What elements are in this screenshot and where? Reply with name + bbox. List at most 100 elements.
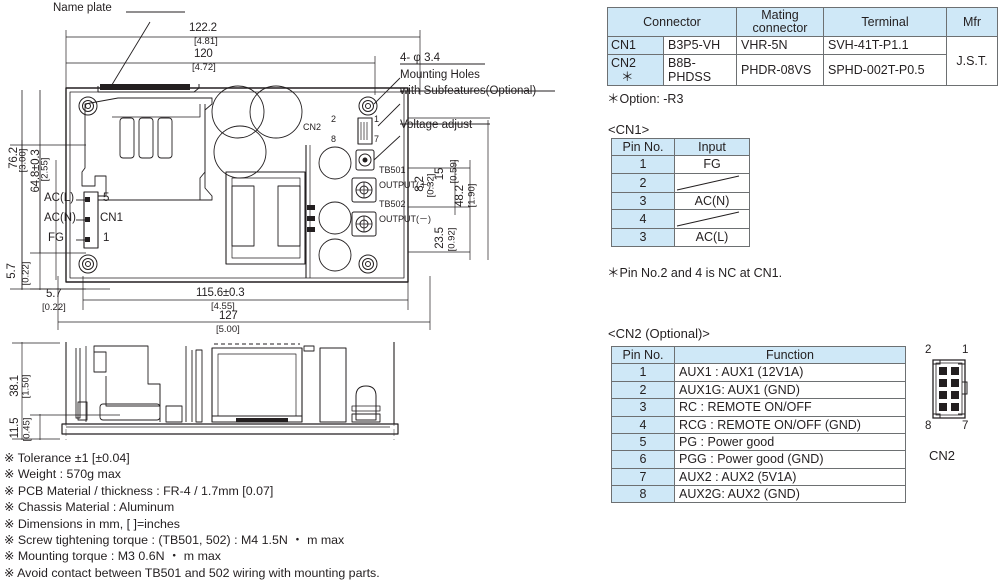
dim-48.2: 48.2 xyxy=(454,185,466,207)
cell-ref-cn1: CN1 xyxy=(607,36,664,55)
cn2-pin: 5 xyxy=(611,432,675,452)
tb502-function-label: OUTPUT(－) xyxy=(379,214,431,224)
cell-connector-cn1: B3P5-VH xyxy=(663,36,737,55)
mounting-holes-subfeatures-label: with Subfeatures(Optional) xyxy=(400,85,537,97)
cn2-function: AUX1G: AUX1 (GND) xyxy=(674,380,906,400)
nc-slash-icon xyxy=(676,175,740,191)
cn2-table: Pin No. Function 1 AUX1 : AUX1 (12V1A) 2… xyxy=(611,345,906,504)
cn2-pin1-label: 1 xyxy=(374,114,380,124)
dim-120-inch: [4.72] xyxy=(192,62,216,73)
cn1-col-input: Input xyxy=(674,137,750,157)
note-item: ※ Tolerance ±1 [±0.04] xyxy=(4,451,130,465)
cn2-pin2-label: 2 xyxy=(331,114,337,124)
fg-label: FG xyxy=(48,232,64,244)
dim-115.6-inch: [4.55] xyxy=(211,301,235,312)
cn2-col-function: Function xyxy=(674,345,906,365)
table-header-row: Connector Mating connector Terminal Mfr xyxy=(607,6,998,38)
table-row: 2 xyxy=(611,172,750,193)
mounting-hole-size: 4- φ 3.4 xyxy=(400,52,441,64)
cn1-connector-label: CN1 xyxy=(100,212,124,224)
cn1-pin1-label: 1 xyxy=(103,232,110,244)
dim-127: 127 xyxy=(219,310,238,322)
table-row: 1 AUX1 : AUX1 (12V1A) xyxy=(611,363,906,382)
cn2-pin7-label: 7 xyxy=(374,134,380,144)
cn2-pin: 7 xyxy=(611,467,675,487)
cell-terminal-cn2: SPHD-002T-P0.5 xyxy=(823,53,947,87)
cn1-table: Pin No. Input 1 FG 2 3 AC(N) 4 xyxy=(611,137,750,247)
cn2-table-wrap: Pin No. Function 1 AUX1 : AUX1 (12V1A) 2… xyxy=(611,345,906,504)
table-row: 2 AUX1G: AUX1 (GND) xyxy=(611,380,906,400)
connector-table-wrap: Connector Mating connector Terminal Mfr … xyxy=(607,6,998,87)
cn1-pin: 3 xyxy=(611,228,675,247)
notes-list: ※ Tolerance ±1 [±0.04] ※ Weight : 570g m… xyxy=(4,450,564,581)
table-row: 4 RCG : REMOTE ON/OFF (GND) xyxy=(611,415,906,434)
cn2-pinout-svg xyxy=(932,359,968,419)
mounting-holes-label: Mounting Holes xyxy=(400,69,480,81)
note-item: ※ Chassis Material : Aluminum xyxy=(4,500,175,515)
col-terminal: Terminal xyxy=(823,6,947,38)
cn1-input: AC(N) xyxy=(674,191,750,211)
cn1-col-pin: Pin No. xyxy=(611,137,675,157)
cell-terminal-cn1: SVH-41T-P1.1 xyxy=(823,36,947,55)
cn2-pinout-diagram xyxy=(918,344,988,454)
top-view-svg xyxy=(10,11,555,330)
option-asterisk-icon: ＊ xyxy=(621,70,634,84)
cn2-function: RCG : REMOTE ON/OFF (GND) xyxy=(674,415,906,434)
cell-ref-cn2: CN2 ＊ xyxy=(607,53,664,87)
cn2-function: PG : Power good xyxy=(674,432,906,452)
cn2-function: AUX2 : AUX2 (5V1A) xyxy=(674,467,906,487)
note-item: ※ Avoid contact between TB501 and 502 wi… xyxy=(4,565,380,580)
cn1-pin: 4 xyxy=(611,209,675,230)
dim-127-inch: [5.00] xyxy=(216,324,240,335)
dim-122.2-inch: [4.81] xyxy=(194,36,218,47)
table-row: 4 xyxy=(611,209,750,230)
cn1-input: FG xyxy=(674,155,750,174)
top-view-drawing xyxy=(0,0,600,340)
cn1-pin: 1 xyxy=(611,155,675,174)
side-view-drawing xyxy=(0,336,420,448)
note-item: ※ Mounting torque : M3 0.6N ・ m max xyxy=(4,549,221,564)
name-plate-label: Name plate xyxy=(53,2,112,14)
cell-mating-cn1: VHR-5N xyxy=(736,36,824,55)
cn2-pinout-label: CN2 xyxy=(929,448,956,463)
cn2-function: AUX1 : AUX1 (12V1A) xyxy=(674,363,906,382)
cn1-caption: <CN1> xyxy=(608,122,650,137)
dim-23.5: 23.5 xyxy=(434,227,446,249)
cn2-caption: <CN2 (Optional)> xyxy=(608,326,710,341)
nc-slash-icon xyxy=(676,211,740,227)
table-row: 1 FG xyxy=(611,155,750,174)
ac-n-label: AC(N) xyxy=(44,212,76,224)
col-mating: Mating connector xyxy=(736,6,824,38)
cn1-input-nc xyxy=(674,172,750,193)
table-row: 5 PG : Power good xyxy=(611,432,906,452)
table-header-row: Pin No. Function xyxy=(611,345,906,365)
cn2-pin: 2 xyxy=(611,380,675,400)
note-item: ※ Screw tightening torque : (TB501, 502)… xyxy=(4,532,345,547)
col-mating-line1: Mating xyxy=(761,8,799,22)
dim-23.5-inch: [0.92] xyxy=(446,227,458,252)
table-header-row: Pin No. Input xyxy=(611,137,750,157)
dim-122.2: 122.2 xyxy=(189,22,217,34)
note-item: ※ Dimensions in mm, [ ]=inches xyxy=(4,516,180,531)
col-connector: Connector xyxy=(607,6,737,38)
side-view-svg xyxy=(12,342,399,440)
dim-48.2-inch: [1.90] xyxy=(466,183,478,208)
table-row: 7 AUX2 : AUX2 (5V1A) xyxy=(611,467,906,487)
dim-64.8-inch: [2.55] xyxy=(39,157,51,182)
note-item: ※ PCB Material / thickness : FR-4 / 1.7m… xyxy=(4,483,274,498)
cn2-function: RC : REMOTE ON/OFF xyxy=(674,398,906,417)
cn2-pin: 6 xyxy=(611,450,675,469)
dim-11.5: 11.5 xyxy=(9,417,21,439)
dim-5.7-bottom-inch: [0.22] xyxy=(42,302,66,313)
cell-mfr: J.S.T. xyxy=(946,36,998,87)
cn2-pin: 1 xyxy=(611,363,675,382)
cn2-pinout-pin7: 7 xyxy=(962,420,969,432)
cn1-input-nc xyxy=(674,209,750,230)
cn2-function: PGG : Power good (GND) xyxy=(674,450,906,469)
cn1-pin: 3 xyxy=(611,191,675,211)
cn2-pin: 3 xyxy=(611,398,675,417)
dim-120: 120 xyxy=(194,48,213,60)
cn1-table-wrap: Pin No. Input 1 FG 2 3 AC(N) 4 xyxy=(611,137,750,247)
table-row: 3 RC : REMOTE ON/OFF xyxy=(611,398,906,417)
cn1-input: AC(L) xyxy=(674,228,750,247)
